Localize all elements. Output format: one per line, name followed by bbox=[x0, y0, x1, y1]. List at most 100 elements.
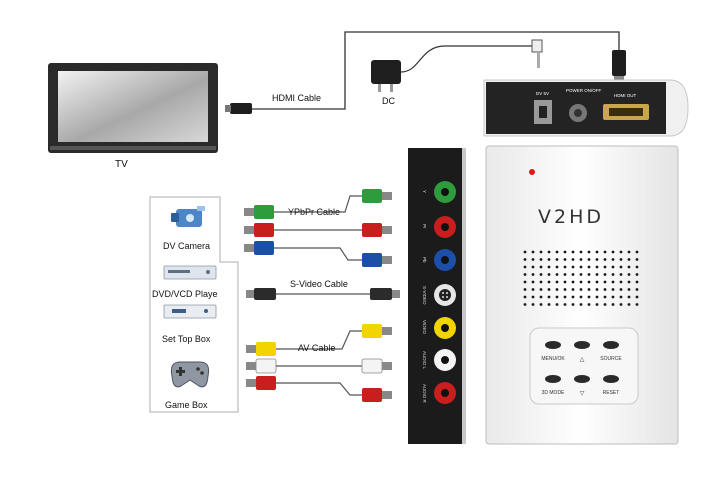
speaker-hole bbox=[523, 288, 527, 291]
source-devices-box bbox=[149, 196, 239, 413]
dc-label: DC bbox=[382, 96, 395, 106]
speaker-hole bbox=[571, 258, 575, 261]
av-cable bbox=[246, 324, 392, 402]
speaker-hole bbox=[571, 280, 575, 284]
tv bbox=[48, 63, 218, 153]
rear-hdmi-label: HDMI OUT bbox=[614, 93, 636, 98]
speaker-hole bbox=[563, 280, 567, 284]
jack-audio-l bbox=[434, 349, 456, 371]
source-label: SOURCE bbox=[600, 356, 622, 362]
speaker-hole bbox=[619, 250, 623, 254]
speaker-hole bbox=[579, 295, 583, 299]
speaker-hole bbox=[619, 280, 623, 284]
side-label-pr: Pr bbox=[422, 224, 427, 229]
3d-mode-label: 3D MODE bbox=[542, 390, 565, 396]
speaker-hole bbox=[531, 273, 535, 276]
jack-audio-r bbox=[434, 382, 456, 404]
reset-button[interactable] bbox=[603, 375, 619, 383]
speaker-hole bbox=[523, 258, 527, 261]
speaker-hole bbox=[555, 280, 559, 284]
power-led bbox=[529, 169, 535, 175]
speaker-hole bbox=[579, 280, 583, 284]
menu-ok-label: MENU/OK bbox=[541, 356, 565, 362]
speaker-hole bbox=[539, 295, 543, 299]
speaker-hole bbox=[531, 295, 535, 299]
speaker-hole bbox=[531, 303, 535, 306]
jack-pb bbox=[434, 249, 456, 271]
set-top-box-label: Set Top Box bbox=[162, 334, 211, 344]
speaker-hole bbox=[555, 295, 559, 299]
speaker-hole bbox=[635, 258, 639, 261]
speaker-hole bbox=[627, 280, 631, 284]
speaker-hole bbox=[611, 303, 615, 306]
speaker-hole bbox=[547, 280, 551, 284]
speaker-hole bbox=[619, 273, 623, 276]
speaker-hole bbox=[603, 295, 607, 299]
side-label-y: Y bbox=[422, 190, 427, 193]
speaker-hole bbox=[563, 288, 567, 291]
speaker-hole bbox=[635, 280, 639, 284]
speaker-hole bbox=[611, 288, 615, 291]
ypbpr-cable bbox=[244, 189, 392, 267]
speaker-hole bbox=[579, 303, 583, 306]
speaker-hole bbox=[635, 303, 639, 306]
speaker-hole bbox=[579, 273, 583, 276]
game-controller-icon bbox=[170, 361, 210, 388]
speaker-hole bbox=[595, 288, 599, 291]
speaker-hole bbox=[555, 273, 559, 276]
speaker-hole bbox=[587, 288, 591, 291]
side-label-audio-r: AUDIO R bbox=[422, 384, 427, 404]
speaker-hole bbox=[563, 250, 567, 254]
speaker-hole bbox=[595, 265, 599, 269]
hdmi-plug-tv bbox=[225, 103, 252, 114]
up-button[interactable] bbox=[574, 341, 590, 349]
dv-camera-label: DV Camera bbox=[163, 241, 210, 251]
brand-logo: V2HD bbox=[538, 206, 604, 228]
speaker-hole bbox=[547, 265, 551, 269]
speaker-hole bbox=[539, 280, 543, 284]
speaker-hole bbox=[587, 258, 591, 261]
rear-panel: DV 5V POWER ON/OFF HDMI OUT bbox=[483, 79, 689, 137]
3d-mode-button[interactable] bbox=[545, 375, 561, 383]
speaker-hole bbox=[611, 295, 615, 299]
speaker-hole bbox=[603, 258, 607, 261]
speaker-hole bbox=[531, 265, 535, 269]
speaker-hole bbox=[635, 250, 639, 254]
side-label-svideo: S-VIDEO bbox=[422, 286, 427, 305]
speaker-hole bbox=[611, 258, 615, 261]
side-label-video: VIDEO bbox=[422, 320, 427, 335]
speaker-hole bbox=[539, 258, 543, 261]
speaker-hole bbox=[579, 258, 583, 261]
speaker-hole bbox=[587, 295, 591, 299]
speaker-hole bbox=[539, 250, 543, 254]
speaker-hole bbox=[587, 265, 591, 269]
speaker-hole bbox=[571, 273, 575, 276]
speaker-hole bbox=[523, 273, 527, 276]
speaker-hole bbox=[635, 273, 639, 276]
jack-y bbox=[434, 181, 456, 203]
source-button[interactable] bbox=[603, 341, 619, 349]
speaker-hole bbox=[571, 288, 575, 291]
game-box-label: Game Box bbox=[165, 400, 208, 410]
speaker-hole bbox=[555, 288, 559, 291]
speaker-hole bbox=[523, 295, 527, 299]
jack-pr bbox=[434, 216, 456, 238]
speaker-hole bbox=[611, 280, 615, 284]
down-button[interactable] bbox=[574, 375, 590, 383]
dv-camera-icon bbox=[171, 206, 205, 227]
speaker-hole bbox=[555, 258, 559, 261]
av-cable-label: AV Cable bbox=[298, 343, 335, 353]
speaker-hole bbox=[547, 273, 551, 276]
svideo-cable bbox=[246, 288, 400, 300]
speaker-hole bbox=[611, 250, 615, 254]
speaker-hole bbox=[579, 250, 583, 254]
menu-ok-button[interactable] bbox=[545, 341, 561, 349]
side-label-pb: Pb bbox=[422, 257, 427, 263]
speaker-hole bbox=[539, 265, 543, 269]
speaker-hole bbox=[587, 303, 591, 306]
speaker-hole bbox=[587, 280, 591, 284]
speaker-hole bbox=[627, 303, 631, 306]
speaker-hole bbox=[531, 288, 535, 291]
speaker-hole bbox=[563, 303, 567, 306]
speaker-hole bbox=[587, 250, 591, 254]
